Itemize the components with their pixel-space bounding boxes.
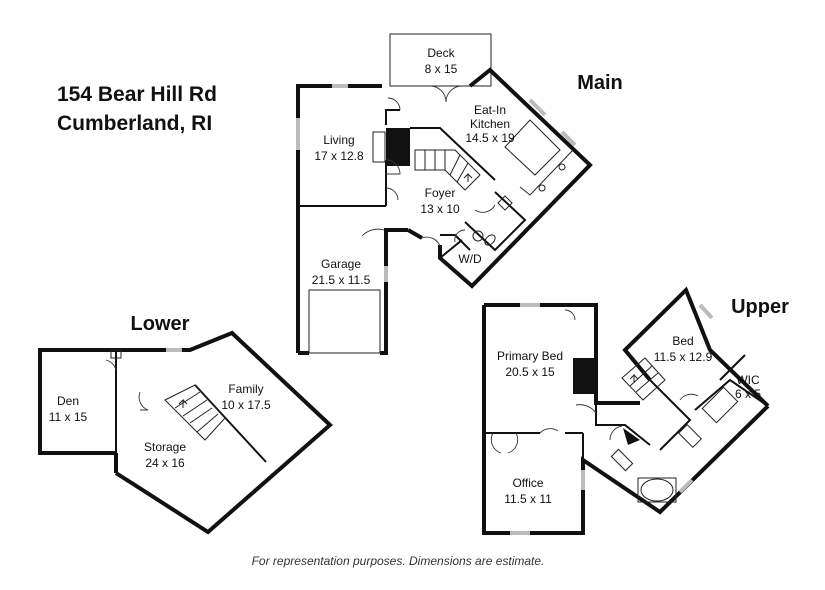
- garage-door: [308, 289, 381, 354]
- primary-bed-dim: 20.5 x 15: [505, 365, 555, 379]
- upper-stairs: [621, 357, 666, 401]
- main-stairs: [414, 149, 481, 191]
- primary-bed-name: Primary Bed: [497, 349, 563, 363]
- kitchen-name-1: Eat-In: [474, 103, 506, 117]
- wic-name: WIC: [736, 373, 760, 387]
- kitchen-island: [504, 119, 561, 176]
- foyer-dim: 13 x 10: [420, 202, 460, 216]
- kitchen-name-2: Kitchen: [470, 117, 510, 131]
- deck-outline: [389, 33, 492, 87]
- office-name: Office: [512, 476, 543, 490]
- bed-dim: 11.5 x 12.9: [654, 350, 713, 364]
- lower-floor: Den 11 x 15 Family 10 x 17.5 Storage 24 …: [38, 330, 333, 535]
- fireplace: [386, 128, 410, 166]
- main-west-wall: [296, 84, 382, 353]
- chimney: [573, 358, 596, 394]
- storage-name: Storage: [144, 440, 186, 454]
- foyer-name: Foyer: [425, 186, 456, 200]
- deck-door: [429, 85, 463, 103]
- garage-name: Garage: [321, 257, 361, 271]
- living-dim: 17 x 12.8: [314, 149, 364, 163]
- disclaimer: For representation purposes. Dimensions …: [252, 554, 545, 568]
- floor-label-main: Main: [577, 72, 623, 94]
- wic-dim: 6 x 5: [735, 387, 761, 401]
- lower-outer-walls: [38, 330, 333, 535]
- deck-dim: 8 x 15: [425, 62, 458, 76]
- family-name: Family: [228, 382, 263, 396]
- bed-name: Bed: [672, 334, 693, 348]
- storage-dim: 24 x 16: [145, 456, 185, 470]
- den-name: Den: [57, 394, 79, 408]
- deck-name: Deck: [427, 46, 455, 60]
- kitchen-dim: 14.5 x 19: [465, 131, 515, 145]
- family-dim: 10 x 17.5: [221, 398, 271, 412]
- address-line-1: 154 Bear Hill Rd: [57, 83, 217, 106]
- living-name: Living: [323, 133, 354, 147]
- floor-label-lower: Lower: [131, 313, 190, 335]
- lower-stairs: [164, 384, 226, 441]
- garage-dim: 21.5 x 11.5: [312, 273, 371, 287]
- address-line-2: Cumberland, RI: [57, 112, 212, 135]
- office-dim: 11.5 x 11: [504, 492, 552, 506]
- upper-floor: Primary Bed 20.5 x 15 Bed 11.5 x 12.9 WI…: [482, 286, 770, 535]
- floor-label-upper: Upper: [731, 296, 789, 318]
- main-east-walls: [438, 67, 593, 289]
- bathtub: [640, 478, 674, 502]
- toilet: [484, 234, 496, 246]
- main-floor: Deck 8 x 15 Eat-In Kitchen 14.5 x 19 Liv…: [296, 33, 593, 355]
- wd-name: W/D: [458, 252, 482, 266]
- den-dim: 11 x 15: [49, 410, 88, 424]
